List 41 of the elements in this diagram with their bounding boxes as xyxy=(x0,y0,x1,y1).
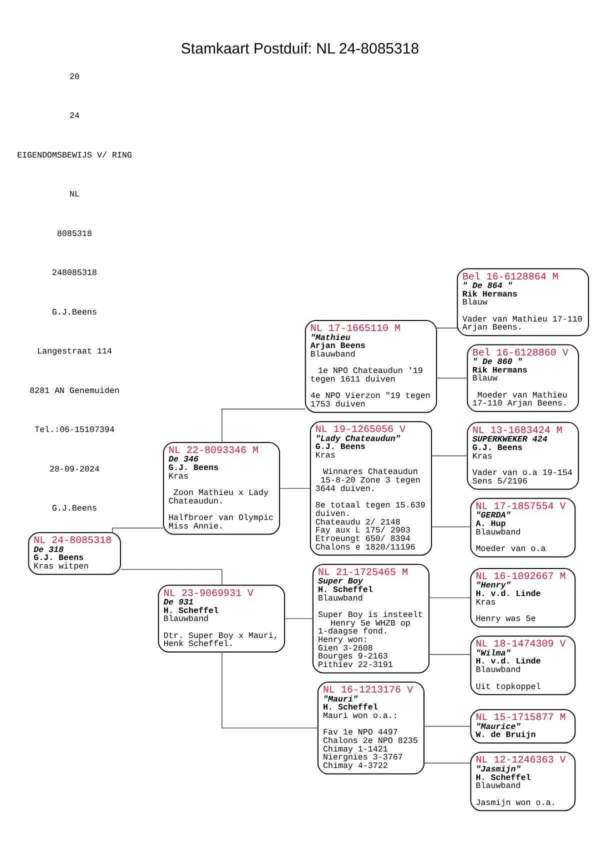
connector xyxy=(436,327,458,328)
label: 8281 AN Genemuiden xyxy=(30,385,120,396)
node-box: NL 17-1665110 M "Mathieu Arjan Beens Blauwband 1e NPO Chateaudun '19 tegen 1611 duiven 4e NPO Vierzon "19 tegen 1753 duiven xyxy=(304,320,438,412)
node-box: NL 19-1265056 V "Lady Chateaudun" G.J. Beens Kras Winnares Chateaudun 15-8-20 Zone 3 tegen 3644 duiven. 8e totaal tegen 15.639 duiven. Chateaudu 2/ 2148 Fay aux L 175/ 2903 Etroeungt 650/ 8394 Chalons e 1820/11196 xyxy=(310,420,432,556)
connector xyxy=(120,568,222,586)
label: 24 xyxy=(70,110,80,121)
label: 248085318 xyxy=(52,268,98,278)
diagram-title: Stamkaart Postduif: NL 24-8085318 xyxy=(180,40,420,58)
connector xyxy=(424,725,471,726)
node-box: NL 12-1246363 V "Jasmijn" H. Scheffel Blauwband Jasmijn won o.a. xyxy=(470,751,576,811)
label: 8085318 xyxy=(57,228,92,238)
node-box: NL 22-8093346 M De 346 G.J. Beens Kras Zoon Mathieu x Lady Chateaudun. Halfbroer van Olympic Miss Annie. xyxy=(162,441,280,534)
connector xyxy=(431,454,468,456)
label: 28-09-2024 xyxy=(50,464,100,474)
connector xyxy=(431,526,472,527)
node-box: NL 21-1725465 M Super Boy H. Scheffel Blauwband Super Boy is insteelt Henry 5e WHZB op 1-daagse fond. Henry won: Gien 3-2608 Bourges 9-2163 Pithiev 22-3191 xyxy=(312,563,430,673)
node-box: NL 15-1715877 M "Maurice" W. de Bruijn xyxy=(470,708,576,744)
node-box: NL 23-9069931 V De 931 H. Scheffel Blauwband Dtr. Super Boy x Mauri, Henk Scheffel. xyxy=(158,584,286,652)
node-box: Bel 16-6128864 M " De 864 " Rik Hermans Blauw Vader van Mathieu 17-110 Arjan Beens. xyxy=(456,268,589,336)
connector xyxy=(279,487,311,488)
connector xyxy=(284,618,314,619)
node-box: NL 17-1857554 V "GERDA" A. Hup Blauwband Moeder van o.a xyxy=(470,497,576,557)
label: Langestraat 114 xyxy=(37,346,112,356)
label: NL xyxy=(70,189,80,200)
label: EIGENDOMSBEWIJS V/ RING xyxy=(17,150,132,160)
label: G.J.Beens xyxy=(52,503,98,513)
connector xyxy=(428,596,471,598)
node-box: NL 24-8085318 De 318 G.J. Beens Kras witpen xyxy=(28,532,121,574)
connector xyxy=(112,527,164,532)
node-box: Bel 16-6128860 V " De 860 " Rik Hermans Blauw Moeder van Mathieu 17-110 Arjan Beens. xyxy=(466,344,579,412)
connector xyxy=(436,377,468,378)
node-box: NL 13-1683424 M SUPERKWEKER 424 G.J. Beens Kras Vader van o.a 19-154 Sens 5/2196 xyxy=(466,421,579,490)
node-box: NL 16-1213176 V "Mauri" H. Scheffel Mauri won o.a.: Fav 1e NPO 4497 Chalons 2e NPO 8235 Chimay 1-1421 Niergnies 3-3767 Chimay 4-3722 xyxy=(317,681,424,774)
label: G.J.Beens xyxy=(52,306,98,317)
label: 20 xyxy=(70,71,80,82)
connector xyxy=(222,651,318,728)
connector xyxy=(222,408,306,442)
node-box: NL 16-1092667 M "Henry" H. v.d. Linde Kras Henry was 5e xyxy=(470,568,576,627)
node-box: NL 18-1474309 V "Wilma" H. v.d. Linde Blauwband Uit topkoppel xyxy=(470,635,576,695)
label: Tel.:06-15107394 xyxy=(34,424,115,435)
connector xyxy=(424,762,471,763)
